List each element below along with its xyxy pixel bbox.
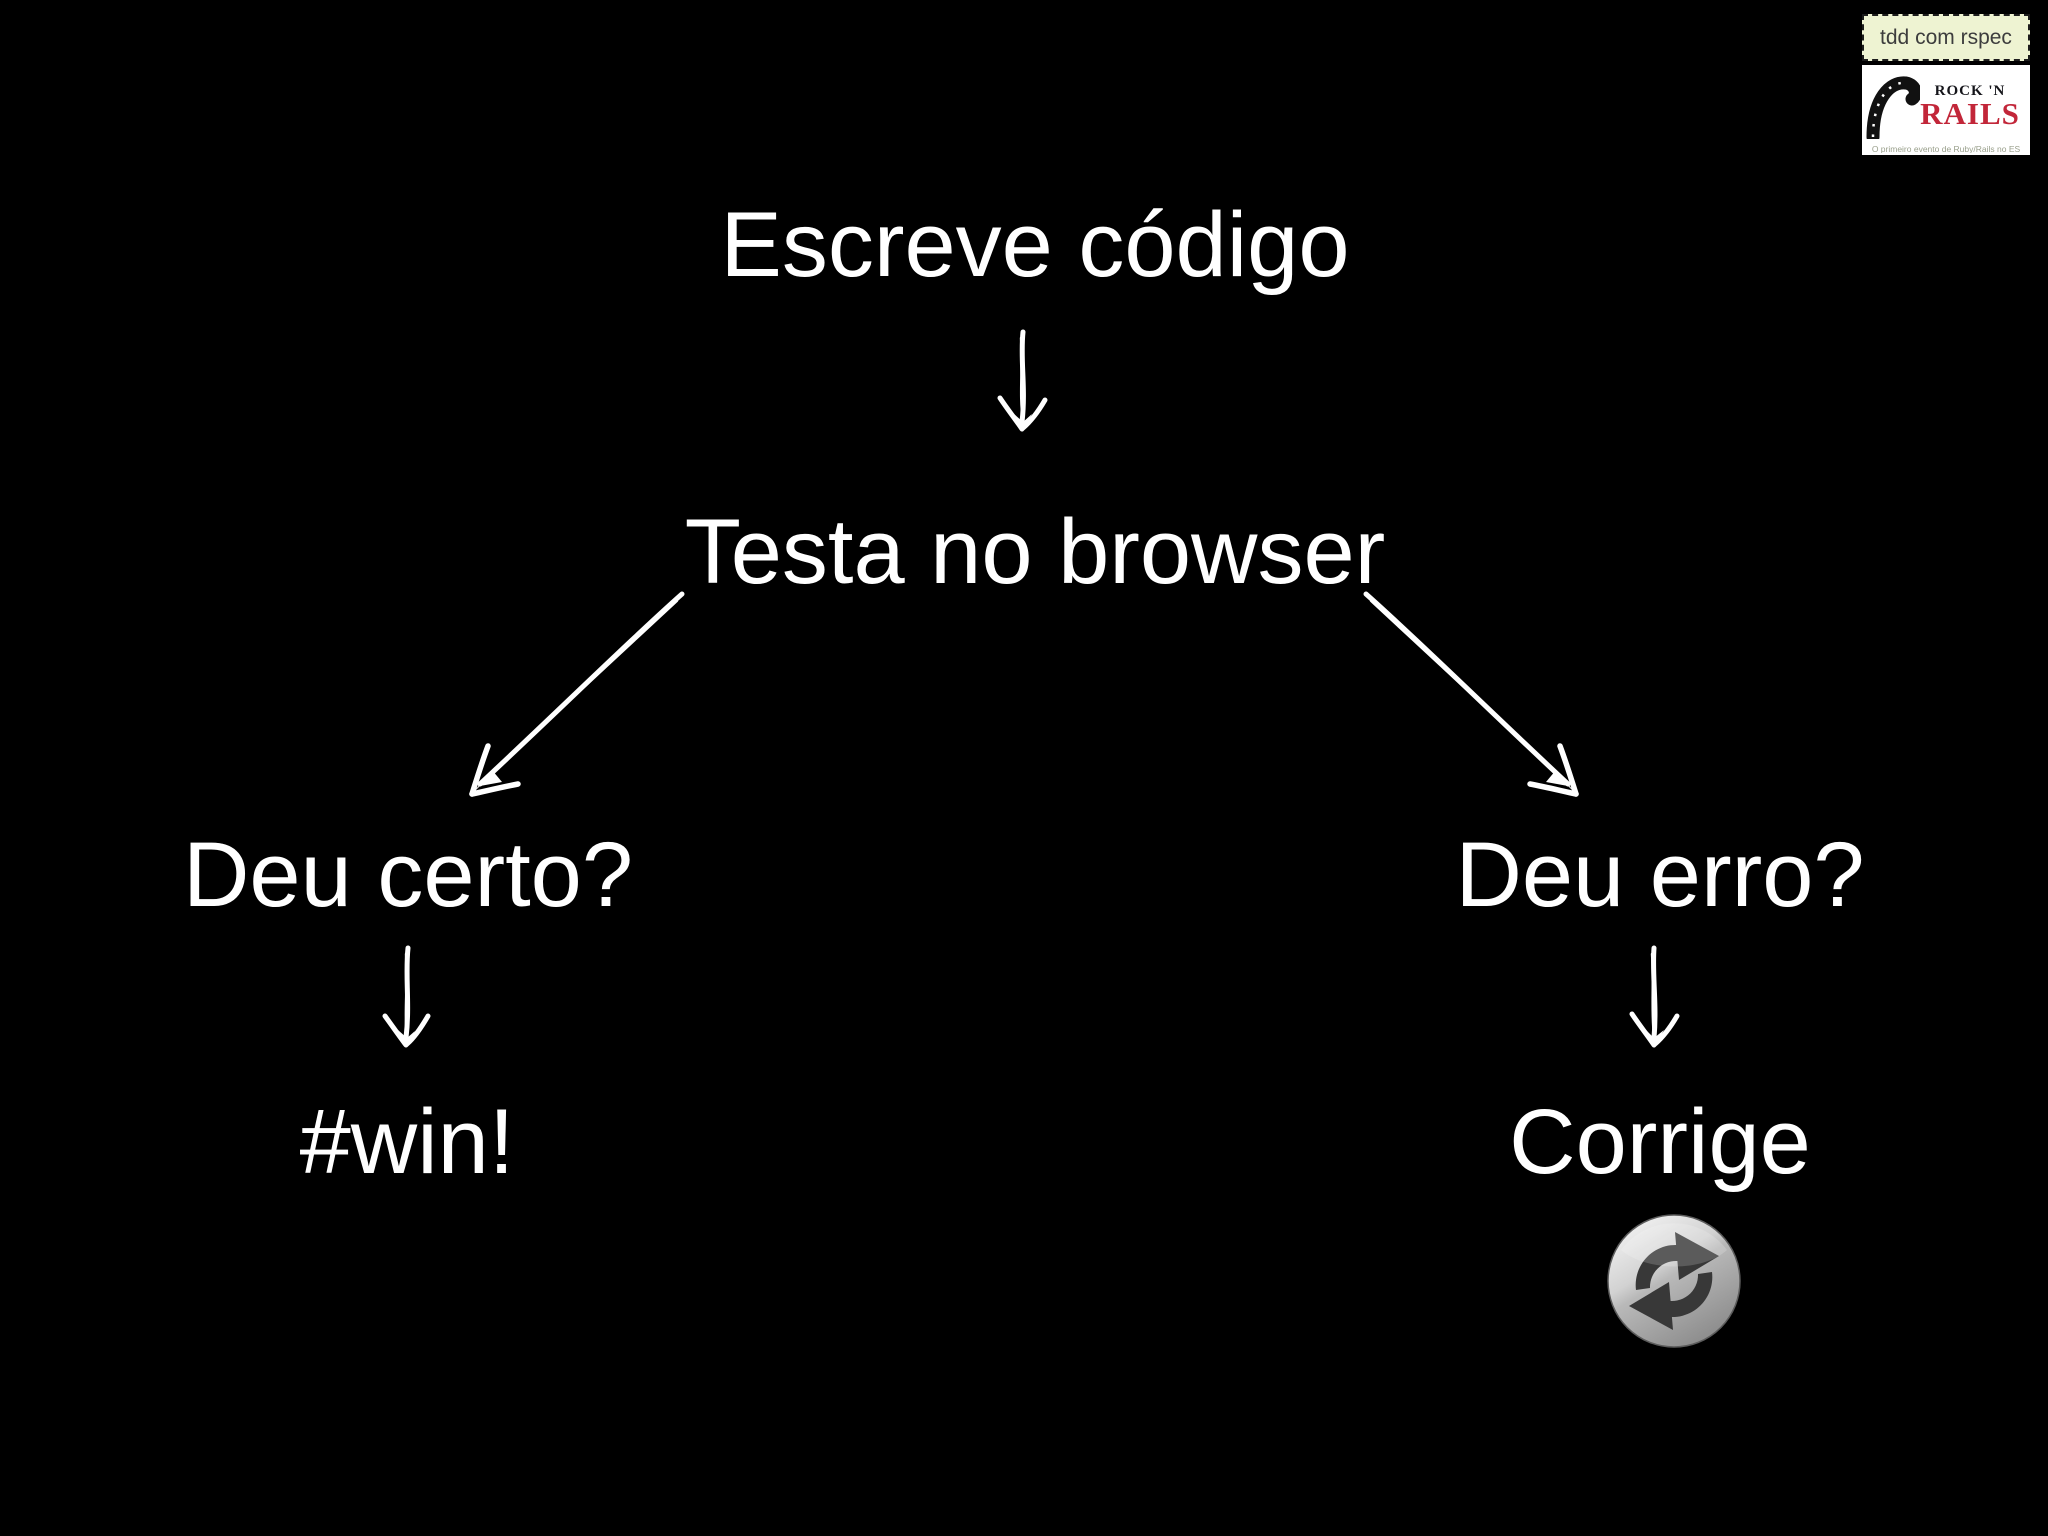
- node-win: #win!: [299, 1091, 515, 1193]
- rail-arch-icon: [1866, 76, 1920, 139]
- arrow-deu-certo-to-win-icon: [374, 942, 439, 1072]
- node-corrige: Corrige: [1509, 1091, 1811, 1193]
- arrow-testa-to-deu-certo-icon: [450, 588, 690, 818]
- event-badge: tdd com rspec ROCK 'N RAILS O primeiro e…: [1862, 14, 2030, 155]
- rock-n-rails-logo: ROCK 'N RAILS O primeiro evento de Ruby/…: [1862, 65, 2030, 155]
- arrow-testa-to-deu-erro-icon: [1358, 588, 1598, 818]
- arrow-deu-erro-to-corrige-icon: [1622, 942, 1687, 1072]
- logo-rock-n-text: ROCK 'N: [1934, 82, 2006, 99]
- node-testa-no-browser: Testa no browser: [684, 501, 1386, 603]
- refresh-icon: [1603, 1210, 1745, 1352]
- arrow-escreve-to-testa-icon: [990, 326, 1055, 456]
- logo-caption: O primeiro evento de Ruby/Rails no ES: [1871, 144, 2021, 153]
- logo-rails-text: RAILS: [1920, 95, 2020, 131]
- node-escreve-codigo: Escreve código: [720, 194, 1350, 296]
- badge-title: tdd com rspec: [1862, 14, 2030, 61]
- node-deu-certo: Deu certo?: [182, 824, 634, 926]
- node-deu-erro: Deu erro?: [1455, 824, 1865, 926]
